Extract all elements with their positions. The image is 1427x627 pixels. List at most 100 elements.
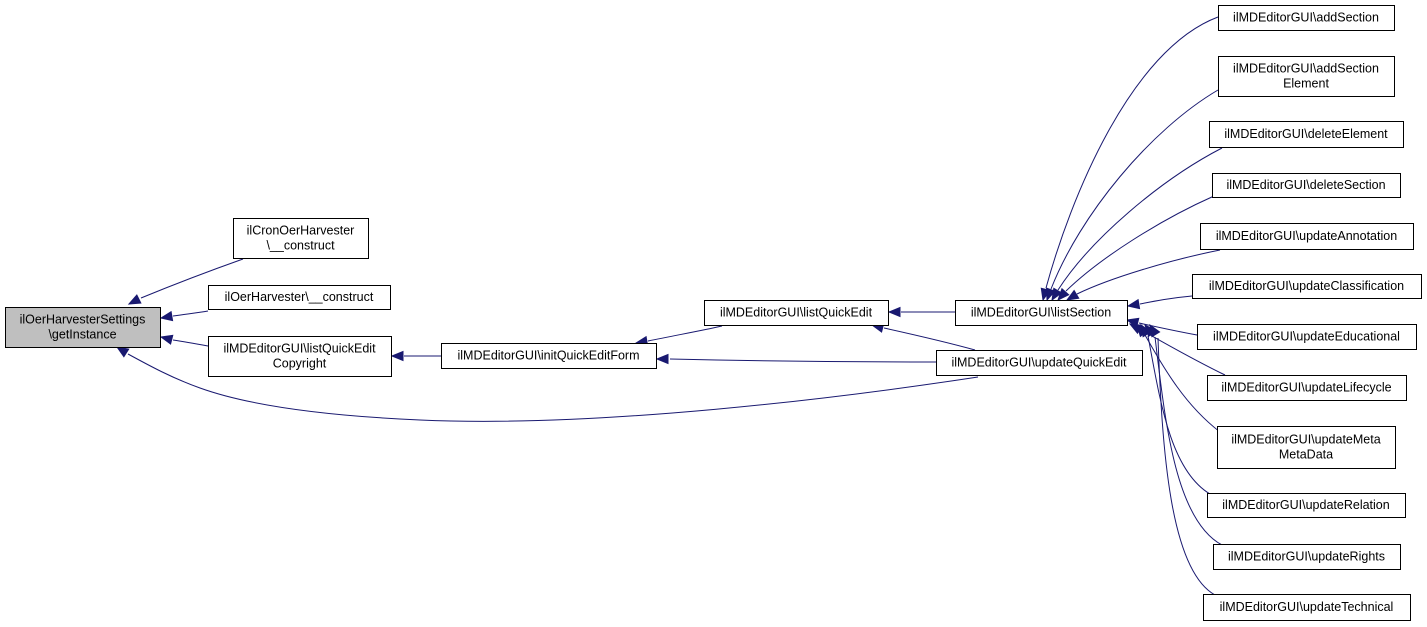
edge-line <box>647 325 723 342</box>
arrow-head <box>390 350 404 362</box>
node-updateClassification[interactable]: ilMDEditorGUI\updateClassification <box>1192 274 1422 299</box>
node-deleteElement[interactable]: ilMDEditorGUI\deleteElement <box>1209 121 1404 148</box>
node-updateLifecycle[interactable]: ilMDEditorGUI\updateLifecycle <box>1207 375 1407 401</box>
node-box <box>1218 56 1395 97</box>
node-label-line: ilOerHarvesterSettings <box>20 313 146 327</box>
edge-updateTechnical-to-listSection <box>1149 323 1216 596</box>
edge-initQuickEditForm-to-listQuickEditCopyright <box>390 350 441 362</box>
node-label-line: ilMDEditorGUI\listSection <box>971 306 1111 320</box>
edge-line <box>1050 89 1219 290</box>
edge-line <box>127 353 979 422</box>
edge-line <box>1065 195 1215 292</box>
node-box <box>1203 594 1411 621</box>
edge-oerConstruct-to-getInstance <box>159 310 209 322</box>
nodes-layer: ilOerHarvesterSettings\getInstance ilCron… <box>5 5 1422 621</box>
edge-cronOerConstruct-to-getInstance <box>127 258 244 305</box>
node-oerConstruct[interactable]: ilOerHarvester\__construct <box>208 285 391 310</box>
arrow-head <box>115 346 130 358</box>
edge-line <box>883 327 976 351</box>
edge-line <box>669 358 937 363</box>
node-box <box>1197 324 1417 350</box>
node-label-line: ilMDEditorGUI\updateMeta <box>1231 433 1380 447</box>
node-label-line: Element <box>1283 77 1329 91</box>
node-label-line: ilMDEditorGUI\updateQuickEdit <box>951 356 1127 370</box>
node-box <box>1212 173 1401 198</box>
edge-line <box>1076 249 1221 295</box>
node-box <box>1217 426 1396 469</box>
node-updateRights[interactable]: ilMDEditorGUI\updateRights <box>1213 544 1401 570</box>
node-listSection[interactable]: ilMDEditorGUI\listSection <box>955 300 1128 326</box>
node-box <box>1207 375 1407 401</box>
edge-listSection-to-listQuickEdit <box>887 306 955 318</box>
edge-line <box>140 258 244 299</box>
node-label-line: ilMDEditorGUI\updateClassification <box>1209 279 1404 293</box>
edge-deleteSection-to-listSection <box>1057 195 1215 301</box>
arrow-head <box>159 334 174 345</box>
node-label-line: ilMDEditorGUI\initQuickEditForm <box>458 349 640 363</box>
edge-line <box>1147 335 1211 495</box>
edge-updateAnnotation-to-listSection <box>1065 249 1221 301</box>
edge-line <box>172 310 209 317</box>
arrow-head <box>1057 287 1070 301</box>
node-updateEducational[interactable]: ilMDEditorGUI\updateEducational <box>1197 324 1417 350</box>
edge-line <box>1139 295 1193 305</box>
node-label-line: ilMDEditorGUI\updateRelation <box>1222 498 1389 512</box>
node-label-line: ilMDEditorGUI\deleteElement <box>1224 127 1388 141</box>
arrow-head <box>127 294 142 305</box>
node-cronOerConstruct[interactable]: ilCronOerHarvester\__construct <box>233 218 369 259</box>
arrow-head <box>1051 287 1063 302</box>
edge-addSectionElement-to-listSection <box>1046 89 1219 302</box>
node-box <box>704 300 889 326</box>
node-box <box>208 336 392 377</box>
edge-updateQuickEdit-to-getInstance <box>115 346 979 422</box>
node-box <box>955 300 1128 326</box>
node-initQuickEditForm[interactable]: ilMDEditorGUI\initQuickEditForm <box>441 343 657 369</box>
node-updateRelation[interactable]: ilMDEditorGUI\updateRelation <box>1207 493 1406 518</box>
node-label-line: ilMDEditorGUI\updateEducational <box>1213 330 1400 344</box>
node-label-line: ilMDEditorGUI\listQuickEdit <box>223 342 376 356</box>
edge-line <box>1157 337 1216 596</box>
edge-listQuickEdit-to-initQuickEditForm <box>634 325 723 347</box>
node-box <box>1213 544 1401 570</box>
node-updateTechnical[interactable]: ilMDEditorGUI\updateTechnical <box>1203 594 1411 621</box>
node-box <box>1192 274 1422 299</box>
node-addSection[interactable]: ilMDEditorGUI\addSection <box>1218 5 1395 31</box>
node-box <box>441 343 657 369</box>
edge-line <box>1138 322 1198 336</box>
edge-addSection-to-listSection <box>1040 16 1219 302</box>
node-label-line: ilMDEditorGUI\updateAnnotation <box>1216 229 1397 243</box>
node-label-line: ilMDEditorGUI\updateLifecycle <box>1221 381 1391 395</box>
node-box <box>1200 223 1414 250</box>
node-label-line: ilMDEditorGUI\addSection <box>1233 62 1379 76</box>
edge-updateRelation-to-listSection <box>1140 323 1211 495</box>
edge-line <box>1057 147 1223 291</box>
node-box <box>233 218 369 259</box>
edge-updateQuickEdit-to-listQuickEdit <box>870 322 976 351</box>
node-updateAnnotation[interactable]: ilMDEditorGUI\updateAnnotation <box>1200 223 1414 250</box>
arrow-head <box>1065 289 1080 301</box>
node-label-line: ilMDEditorGUI\updateRights <box>1228 550 1385 564</box>
node-listQuickEdit[interactable]: ilMDEditorGUI\listQuickEdit <box>704 300 889 326</box>
node-box <box>1218 5 1395 31</box>
node-deleteSection[interactable]: ilMDEditorGUI\deleteSection <box>1212 173 1401 198</box>
arrow-head <box>1126 298 1141 310</box>
arrow-head <box>1149 323 1161 338</box>
node-getInstance[interactable]: ilOerHarvesterSettings\getInstance <box>5 307 161 348</box>
node-label-line: \getInstance <box>48 328 116 342</box>
edge-line <box>172 339 209 347</box>
node-box <box>1207 493 1406 518</box>
edge-updateClassification-to-listSection <box>1126 295 1193 310</box>
edge-listQuickEditCopyright-to-getInstance <box>159 334 209 347</box>
node-label-line: ilMDEditorGUI\deleteSection <box>1226 178 1385 192</box>
node-box <box>208 285 391 310</box>
node-label-line: ilMDEditorGUI\updateTechnical <box>1220 600 1394 614</box>
node-updateQuickEdit[interactable]: ilMDEditorGUI\updateQuickEdit <box>936 350 1143 376</box>
arrow-head <box>887 306 901 318</box>
node-label-line: MetaData <box>1279 448 1333 462</box>
edge-line <box>1144 334 1221 433</box>
node-label-line: ilOerHarvester\__construct <box>225 290 374 304</box>
